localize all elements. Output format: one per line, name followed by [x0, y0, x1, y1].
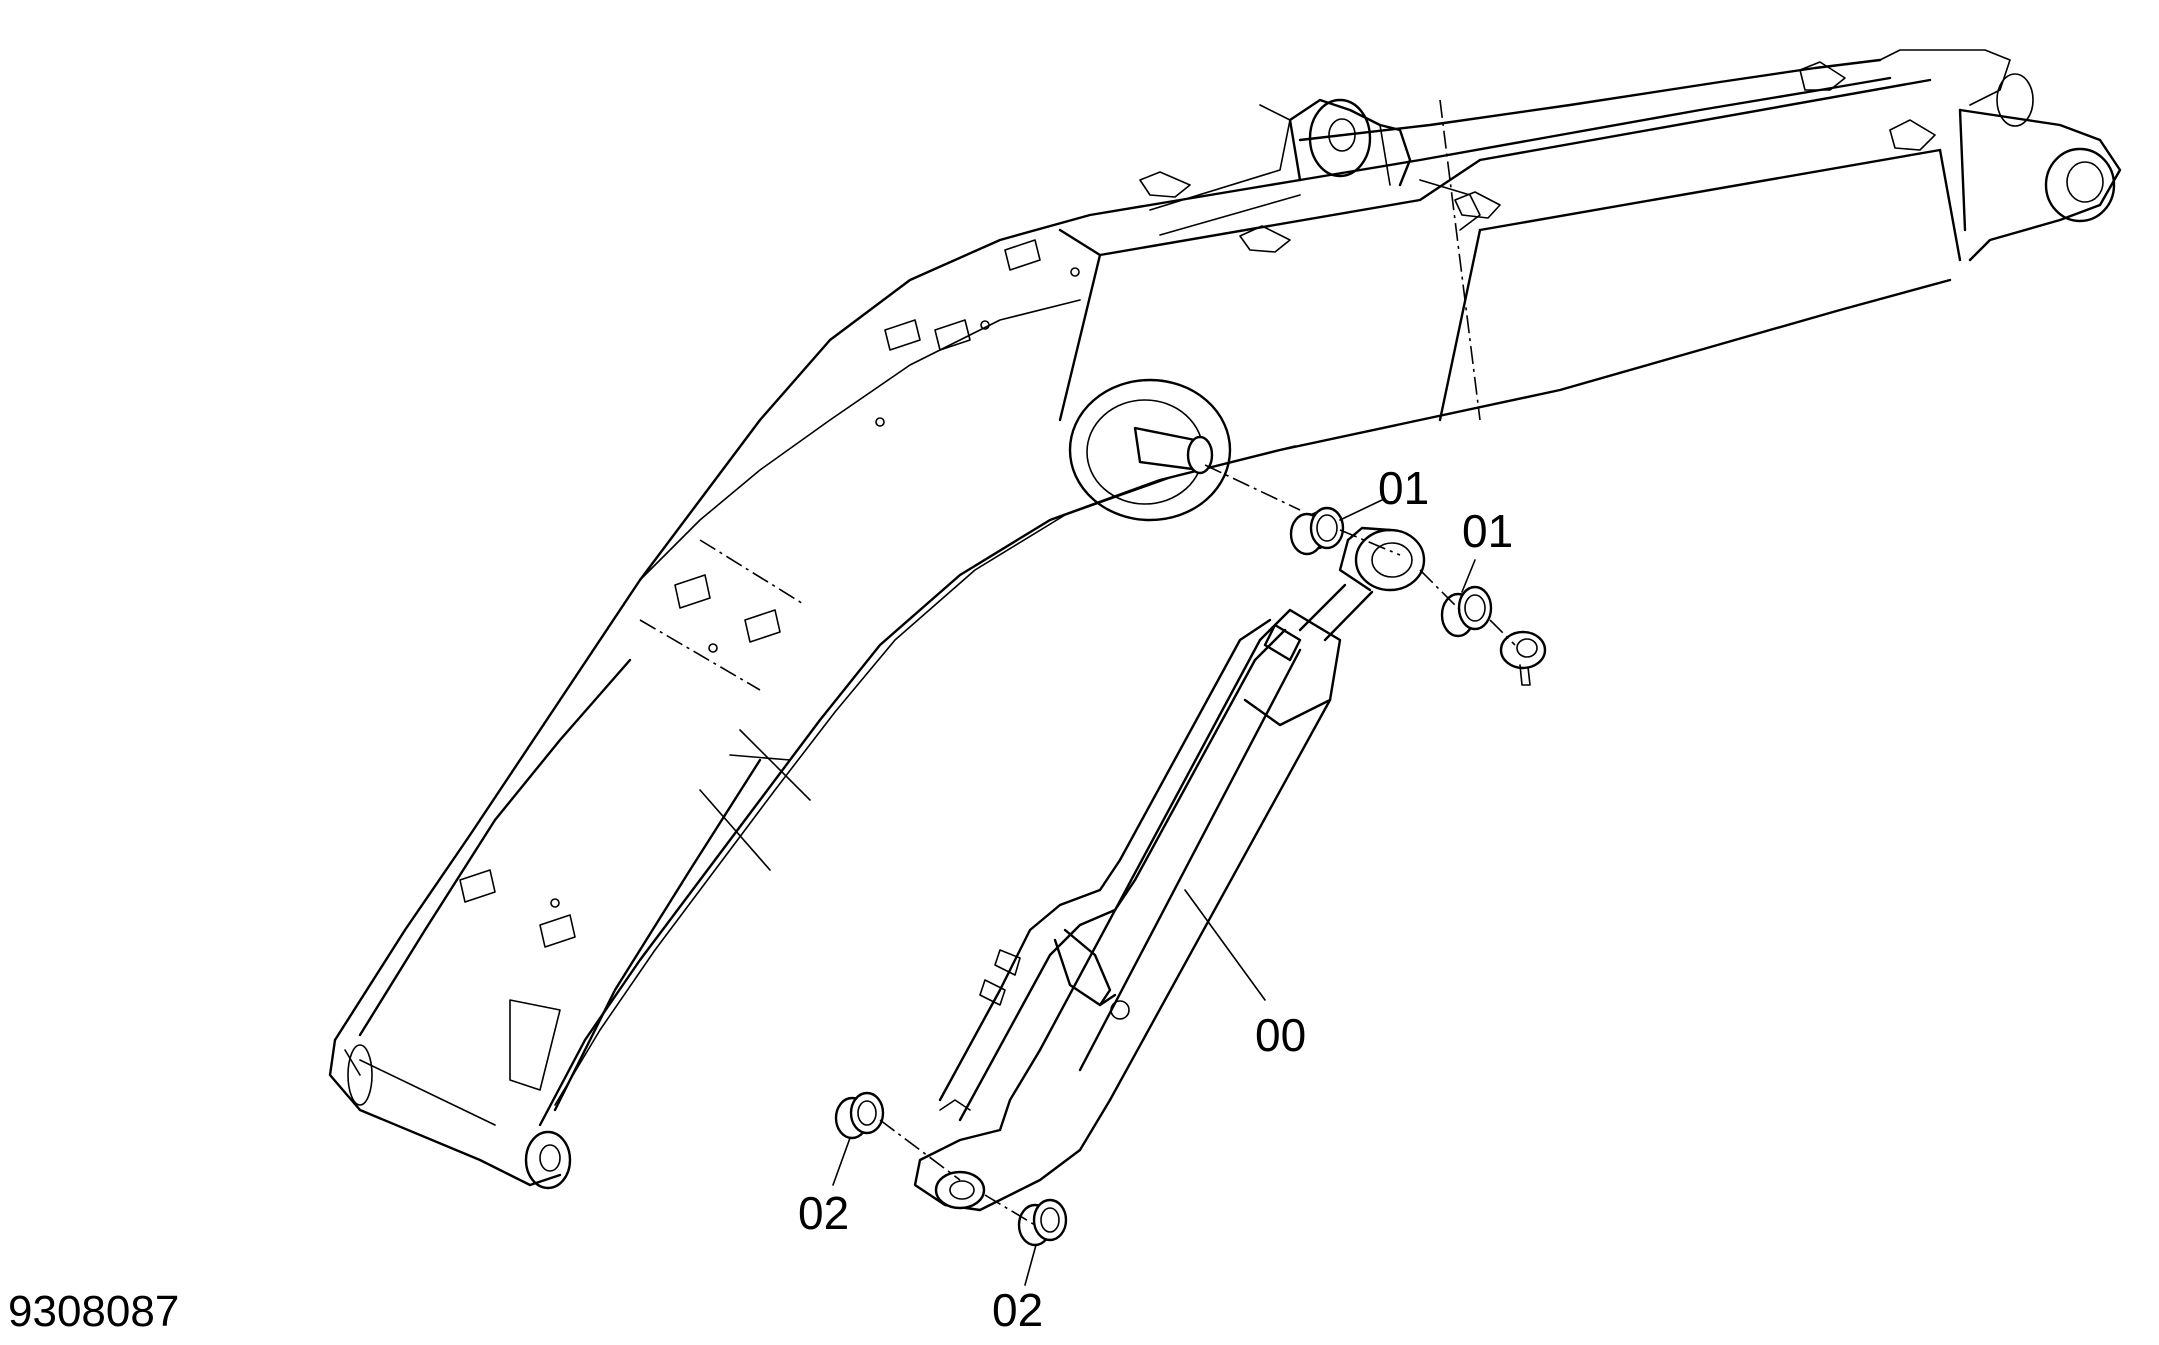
callout-leaders: [832, 499, 1476, 1286]
figure-number: 9308087: [8, 1287, 180, 1336]
callout-label-00-cylinder: 00: [1255, 1009, 1307, 1061]
boom-arm: [328, 49, 2122, 1190]
callout-label-01-upper-left: 01: [1378, 462, 1430, 514]
bushing-upper-right: [1440, 585, 1493, 638]
callout-label-01-upper-right: 01: [1462, 505, 1514, 557]
pin-retainer-collar: [1499, 630, 1547, 686]
bushing-lower-left: [834, 1091, 885, 1140]
hydraulic-cylinder: [913, 526, 1426, 1212]
callout-label-02-lower-left: 02: [798, 1187, 850, 1239]
callout-label-02-lower-right: 02: [992, 1284, 1044, 1336]
bushing-upper-left: [1289, 506, 1345, 556]
bushing-lower-right: [1017, 1198, 1068, 1247]
